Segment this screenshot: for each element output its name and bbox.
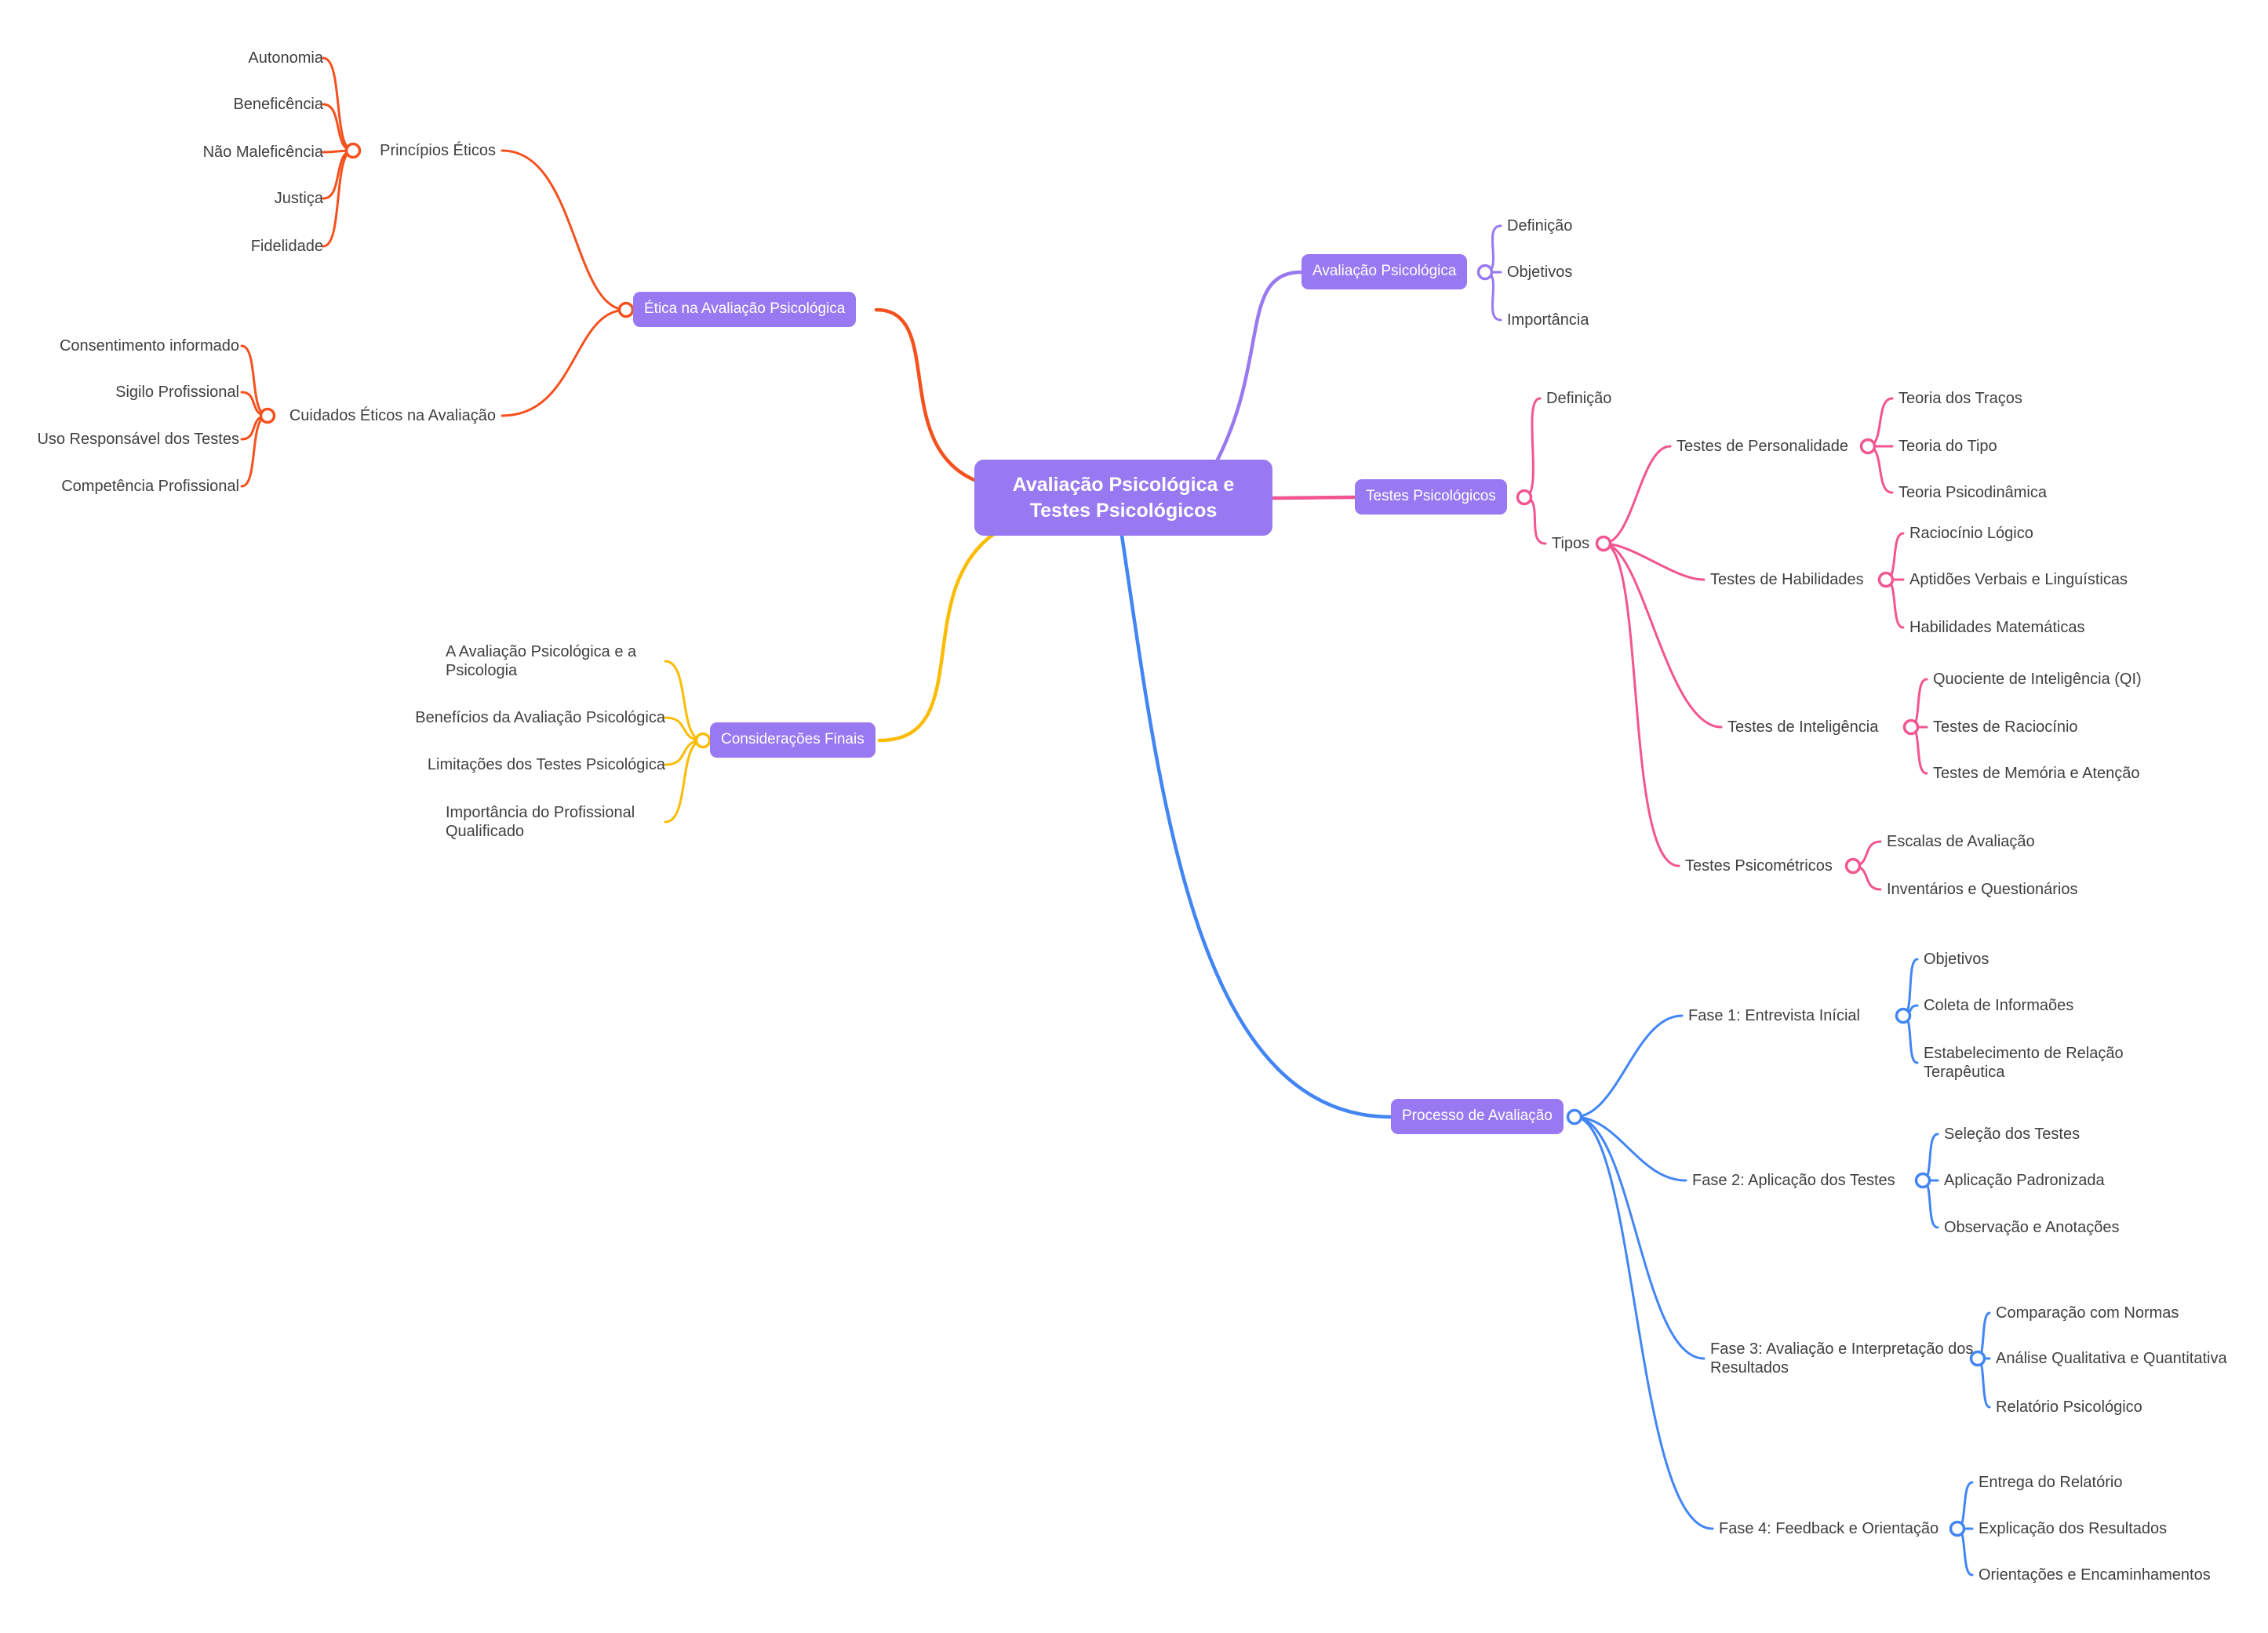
branch-curve xyxy=(1866,397,1894,448)
leaf-beneficios-avaliacao[interactable]: Benefícios da Avaliação Psicológica xyxy=(415,709,665,726)
leaf-fase4[interactable]: Fase 4: Feedback e Orientação xyxy=(1719,1520,1939,1537)
link-central-testes xyxy=(1270,495,1357,500)
leaf-explicacao-resultados[interactable]: Explicação dos Resultados xyxy=(1979,1520,2168,1537)
leaf-testes-raciocinio[interactable]: Testes de Raciocínio xyxy=(1933,718,2078,736)
leaf-cuidados-eticos[interactable]: Cuidados Éticos na Avaliação xyxy=(289,407,496,424)
branch-consideracoes-links xyxy=(664,531,997,824)
leaf-relatorio-psicologico[interactable]: Relatório Psicológico xyxy=(1996,1398,2142,1416)
leaf-sigilo-profissional[interactable]: Sigilo Profissional xyxy=(115,384,239,401)
junction-dot xyxy=(1969,1350,1986,1367)
topic-consideracoes-finais[interactable]: Considerações Finais xyxy=(710,722,876,758)
leaf-importancia-profissional[interactable]: Importância do Profissional Qualificado xyxy=(446,804,635,840)
topic-processo-avaliacao[interactable]: Processo de Avaliação xyxy=(1391,1099,1564,1134)
leaf-testes-inteligencia[interactable]: Testes de Inteligência xyxy=(1727,718,1879,736)
branch-curve xyxy=(501,149,628,311)
leaf-beneficencia[interactable]: Beneficência xyxy=(233,96,323,113)
leaf-fase1[interactable]: Fase 1: Entrevista Inícial xyxy=(1688,1007,1860,1024)
leaf-testes-psicometricos[interactable]: Testes Psicométricos xyxy=(1685,857,1833,875)
link-central-avaliacao xyxy=(1215,270,1304,462)
junction-dot xyxy=(1902,718,1920,736)
leaf-fidelidade[interactable]: Fidelidade xyxy=(250,238,323,255)
junction-dot xyxy=(1877,571,1895,588)
leaf-coleta-informacoes[interactable]: Coleta de Informaões xyxy=(1924,997,2074,1014)
leaf-justica[interactable]: Justiça xyxy=(274,190,323,207)
leaf-consentimento-informado[interactable]: Consentimento informado xyxy=(59,337,239,355)
junction-dot xyxy=(694,732,712,749)
leaf-analise-qualitativa[interactable]: Análise Qualitativa e Quantitativa xyxy=(1996,1350,2227,1367)
leaf-testes-personalidade[interactable]: Testes de Personalidade xyxy=(1676,438,1849,455)
leaf-comparacao-normas[interactable]: Comparação com Normas xyxy=(1996,1304,2179,1322)
leaf-tipos[interactable]: Tipos xyxy=(1552,535,1590,552)
branch-curve xyxy=(1573,1115,1714,1530)
central-node[interactable]: Avaliação Psicológica e Testes Psicológi… xyxy=(974,460,1272,536)
junction-dot xyxy=(259,407,276,424)
junction-dot xyxy=(1844,857,1862,875)
junction-dot xyxy=(1895,1007,1912,1024)
leaf-fase2[interactable]: Fase 2: Aplicação dos Testes xyxy=(1692,1172,1895,1189)
topic-etica[interactable]: Ética na Avaliação Psicológica xyxy=(633,292,857,327)
branch-curve xyxy=(1573,1014,1684,1118)
leaf-testes-memoria-atencao[interactable]: Testes de Memória e Atenção xyxy=(1933,765,2140,782)
leaf-selecao-testes[interactable]: Seleção dos Testes xyxy=(1944,1126,2081,1143)
leaf-habilidades-matematicas[interactable]: Habilidades Matemáticas xyxy=(1909,619,2085,636)
leaf-estabelecimento-relacao[interactable]: Estabelecimento de Relação Terapêutica xyxy=(1924,1045,2124,1081)
leaf-entrega-relatorio[interactable]: Entrega do Relatório xyxy=(1979,1474,2123,1491)
branch-curve xyxy=(1902,958,1919,1017)
branch-curve xyxy=(1573,1115,1687,1182)
leaf-raciocinio-logico[interactable]: Raciocínio Lógico xyxy=(1909,525,2033,542)
leaf-teoria-tipo[interactable]: Teoria do Tipo xyxy=(1898,438,1997,455)
junction-dot xyxy=(1949,1520,1966,1537)
link-central-consideracoes xyxy=(877,531,997,743)
leaf-definicao-testes[interactable]: Definição xyxy=(1546,390,1612,407)
leaf-testes-habilidades[interactable]: Testes de Habilidades xyxy=(1710,571,1864,588)
junction-dot xyxy=(617,301,635,318)
link-central-processo xyxy=(1119,533,1393,1119)
leaf-objetivos-avaliacao[interactable]: Objetivos xyxy=(1507,264,1573,281)
link-central-etica xyxy=(874,307,977,482)
branch-curve xyxy=(1602,542,1723,729)
leaf-teoria-tracos[interactable]: Teoria dos Traços xyxy=(1898,390,2022,407)
branch-curve xyxy=(664,739,704,824)
branch-curve xyxy=(1573,1115,1706,1360)
branch-testes-links xyxy=(1270,397,1928,891)
branch-curve xyxy=(1602,542,1680,867)
leaf-aplicacao-padronizada[interactable]: Aplicação Padronizada xyxy=(1944,1172,2105,1189)
leaf-principios-eticos[interactable]: Princípios Éticos xyxy=(380,142,496,159)
leaf-nao-maleficencia[interactable]: Não Maleficência xyxy=(202,144,323,161)
junction-dot xyxy=(1516,489,1533,506)
junction-dot xyxy=(1595,535,1612,552)
leaf-avaliacao-e-psicologia[interactable]: A Avaliação Psicológica e a Psicologia xyxy=(446,643,637,679)
leaf-inventarios-questionarios[interactable]: Inventários e Questionários xyxy=(1887,881,2078,898)
leaf-aptidoes-verbais[interactable]: Aptidões Verbais e Linguísticas xyxy=(1909,571,2128,588)
topic-avaliacao-psicologica[interactable]: Avaliação Psicológica xyxy=(1301,254,1468,289)
leaf-uso-responsavel-testes[interactable]: Uso Responsável dos Testes xyxy=(37,431,239,448)
junction-dot xyxy=(1914,1172,1931,1189)
leaf-definicao-avaliacao[interactable]: Definição xyxy=(1507,217,1573,235)
leaf-teoria-psicodinamica[interactable]: Teoria Psicodinâmica xyxy=(1898,484,2047,501)
branch-curve xyxy=(501,308,628,417)
branch-curve xyxy=(1523,397,1542,499)
junction-dot xyxy=(1566,1108,1583,1126)
leaf-quociente-qi[interactable]: Quociente de Inteligência (QI) xyxy=(1933,671,2142,688)
junction-dot xyxy=(344,142,362,159)
leaf-importancia[interactable]: Importância xyxy=(1507,311,1589,329)
leaf-orientacoes-encaminhamentos[interactable]: Orientações e Encaminhamentos xyxy=(1979,1566,2211,1584)
leaf-limitacoes-testes[interactable]: Limitações dos Testes Psicológica xyxy=(427,756,665,773)
leaf-objetivos-fase1[interactable]: Objetivos xyxy=(1924,951,1990,968)
topic-testes-psicologicos[interactable]: Testes Psicológicos xyxy=(1355,479,1507,515)
branch-processo-links xyxy=(1119,533,1991,1577)
branch-curve xyxy=(1602,445,1672,545)
branch-curve xyxy=(1602,542,1706,581)
leaf-competencia-profissional[interactable]: Competência Profissional xyxy=(61,478,239,495)
leaf-fase3[interactable]: Fase 3: Avaliação e Interpretação dos Re… xyxy=(1710,1340,1974,1377)
leaf-observacao-anotacoes[interactable]: Observação e Anotações xyxy=(1944,1219,2120,1236)
leaf-escalas-avaliacao[interactable]: Escalas de Avaliação xyxy=(1887,833,2035,850)
junction-dot xyxy=(1859,438,1877,455)
leaf-autonomia[interactable]: Autonomia xyxy=(248,49,323,67)
junction-dot xyxy=(1476,264,1494,281)
